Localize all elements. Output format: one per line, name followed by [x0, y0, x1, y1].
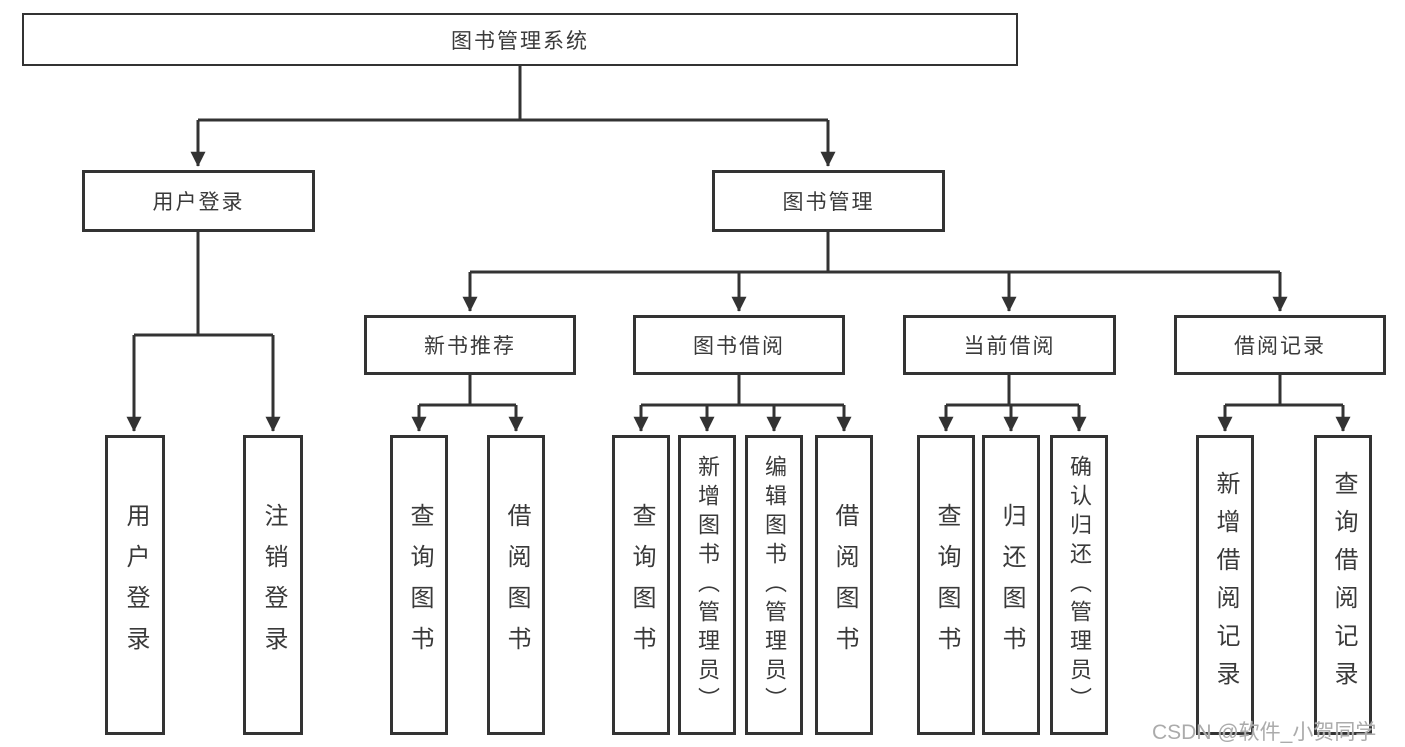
group-node-label: 借阅记录 [1234, 335, 1326, 358]
leaf-node-return-books: 归还图书 [982, 435, 1040, 735]
leaf-node-query-books: 查询图书 [612, 435, 670, 735]
branch-node-label: 用户登录 [152, 191, 245, 214]
group-node-current-borrowing: 当前借阅 [903, 315, 1116, 375]
leaf-node-query-books: 查询图书 [390, 435, 448, 735]
leaf-node-label: 编辑图书（管理员） [762, 454, 787, 716]
group-node-label: 新书推荐 [424, 335, 516, 358]
branch-node-user-login: 用户登录 [82, 170, 315, 232]
group-node-label: 当前借阅 [963, 335, 1056, 358]
leaf-node-label: 新增图书（管理员） [695, 454, 720, 716]
group-node-label: 图书借阅 [693, 335, 785, 358]
leaf-node-label: 借阅图书 [503, 503, 530, 667]
leaf-node-label: 查询借阅记录 [1330, 471, 1357, 699]
root-node-library-management-system: 图书管理系统 [22, 13, 1018, 66]
leaf-node-query-borrow-record: 查询借阅记录 [1314, 435, 1372, 735]
leaf-node-label: 查询图书 [933, 503, 960, 667]
group-node-book-borrowing: 图书借阅 [633, 315, 845, 375]
root-node-label: 图书管理系统 [451, 29, 589, 53]
leaf-node-label: 查询图书 [628, 503, 655, 667]
branch-node-book-management: 图书管理 [712, 170, 945, 232]
group-node-new-book-recommendation: 新书推荐 [364, 315, 576, 375]
csdn-watermark: CSDN @软件_小贺同学 [1152, 721, 1377, 744]
leaf-node-label: 新增借阅记录 [1212, 471, 1239, 699]
leaf-node-label: 注销登录 [260, 503, 287, 667]
leaf-node-add-books-admin: 新增图书（管理员） [678, 435, 736, 735]
leaf-node-logout: 注销登录 [243, 435, 303, 735]
leaf-node-label: 查询图书 [406, 503, 433, 667]
leaf-node-label: 确认归还（管理员） [1067, 454, 1092, 716]
branch-node-label: 图书管理 [782, 191, 875, 214]
leaf-node-borrow-books: 借阅图书 [487, 435, 545, 735]
leaf-node-label: 借阅图书 [831, 503, 858, 667]
group-node-borrowing-records: 借阅记录 [1174, 315, 1386, 375]
leaf-node-user-login: 用户登录 [105, 435, 165, 735]
leaf-node-label: 归还图书 [998, 503, 1025, 667]
leaf-node-add-borrow-record: 新增借阅记录 [1196, 435, 1254, 735]
leaf-node-label: 用户登录 [122, 503, 149, 667]
leaf-node-query-books: 查询图书 [917, 435, 975, 735]
leaf-node-confirm-return-admin: 确认归还（管理员） [1050, 435, 1108, 735]
leaf-node-edit-books-admin: 编辑图书（管理员） [745, 435, 803, 735]
leaf-node-borrow-books: 借阅图书 [815, 435, 873, 735]
